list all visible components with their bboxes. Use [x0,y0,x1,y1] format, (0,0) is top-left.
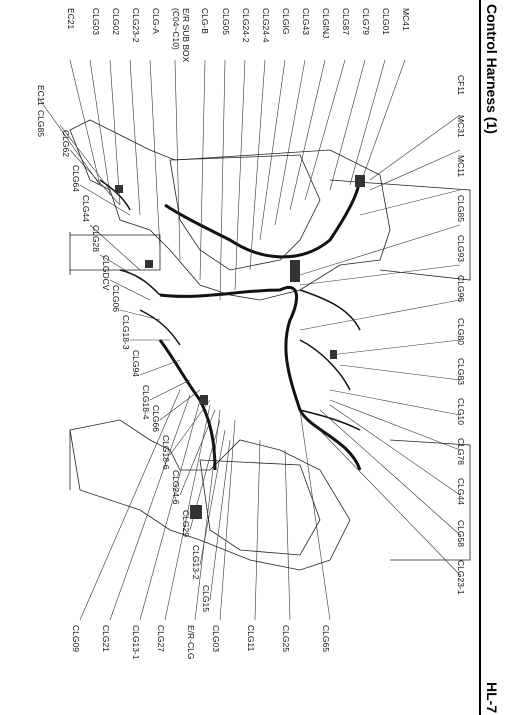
callout-middle_upper-9: CLG94 [131,350,141,377]
callout-middle_upper-0: EC11 [36,85,46,106]
callout-middle_upper-6: CLGDCV [101,255,111,291]
callout-middle_upper-10: CLG18-4 [141,385,151,420]
callout-middle_upper-3: CLG64 [71,165,81,192]
callout-middle_upper-1: CLG85 [36,110,46,137]
callout-left-9: CLG05 [221,8,231,35]
callout-right-6: CLG80 [456,318,466,345]
upper-subframe [169,154,321,271]
callout-left-15: CLG02 [111,8,121,35]
callout-bottom-2: CLG13-1 [131,625,141,660]
callout-right-12: CLG23-1 [456,560,466,595]
callout-left-11: E/R SUB BOX [181,8,191,63]
callout-middle_upper-5: CLG28 [91,225,101,252]
callout-right-7: CLG83 [456,358,466,385]
callout-middle_upper-2: CLG62 [61,130,71,157]
callout-middle_upper-8: CLG18-3 [121,315,131,350]
callout-bottom-5: CLG03 [211,625,221,652]
callout-bottom-7: CLG25 [281,625,291,652]
lower-subframe [199,459,321,556]
callout-right-2: MC11 [456,155,466,178]
upper-body-structure [69,119,391,301]
callout-right-9: CLG78 [456,438,466,465]
callout-left-6: CLGIG [281,8,291,35]
callout-right-0: CF11 [456,75,466,96]
callout-left-13: CLG-A [151,8,161,34]
callout-bottom-4: E/R-CLG [186,625,196,660]
callout-right-4: CLG93 [456,235,466,262]
connectors [115,175,365,519]
callout-bottom-6: CLG11 [246,625,256,652]
left-strut [70,234,161,271]
callout-left-2: CLG79 [361,8,371,35]
callout-left-7: CLG24-4 [261,8,271,43]
callout-right-3: CLG85 [456,195,466,222]
callout-middle_upper-11: CLG66 [151,405,161,432]
callout-left-16: CLG03 [91,8,101,35]
callout-middle_upper-4: CLG44 [81,195,91,222]
callout-left-5: CLG43 [301,8,311,35]
callout-middle_upper-12: CLG18-6 [161,435,171,470]
callout-right-10: CLG44 [456,478,466,505]
callout-middle_upper-13: CLG24-6 [171,470,181,505]
callout-left-1: CLG01 [381,8,391,35]
callout-bottom-3: CLG27 [156,625,166,652]
callout-left-17: EC21 [66,8,76,30]
callout-middle_upper-14: CLG29 [181,510,191,537]
callout-right-5: CLG96 [456,275,466,302]
main-harness-trunk [159,285,362,471]
callout-bottom-8: CLG65 [321,625,331,652]
callout-left-3: CLG87 [341,8,351,35]
callout-right-11: CLG58 [456,520,466,547]
lower-body-structure [69,419,351,571]
callout-left-8: CLG24-2 [241,8,251,43]
callout-left-14: CLG23-2 [131,8,141,43]
callout-middle_upper-7: CLG06 [111,285,121,312]
callout-left-4: CLGINJ [321,8,331,39]
callout-left-0: MC41 [401,8,411,31]
callout-right-8: CLG10 [456,398,466,425]
callout-middle_upper-16: CLG15 [201,585,211,612]
callout-right-1: MC31 [456,115,466,138]
callout-bottom-1: CLG21 [101,625,111,652]
leader-lines [39,59,461,621]
header-rule [479,0,481,715]
harness-branch-upper [164,174,362,259]
callout-middle_upper-15: CLG13-2 [191,545,201,580]
callout-left-12: (C04~C10) [171,8,181,50]
callout-left-10: CLG-B [200,8,210,34]
callout-bottom-0: CLG09 [71,625,81,652]
